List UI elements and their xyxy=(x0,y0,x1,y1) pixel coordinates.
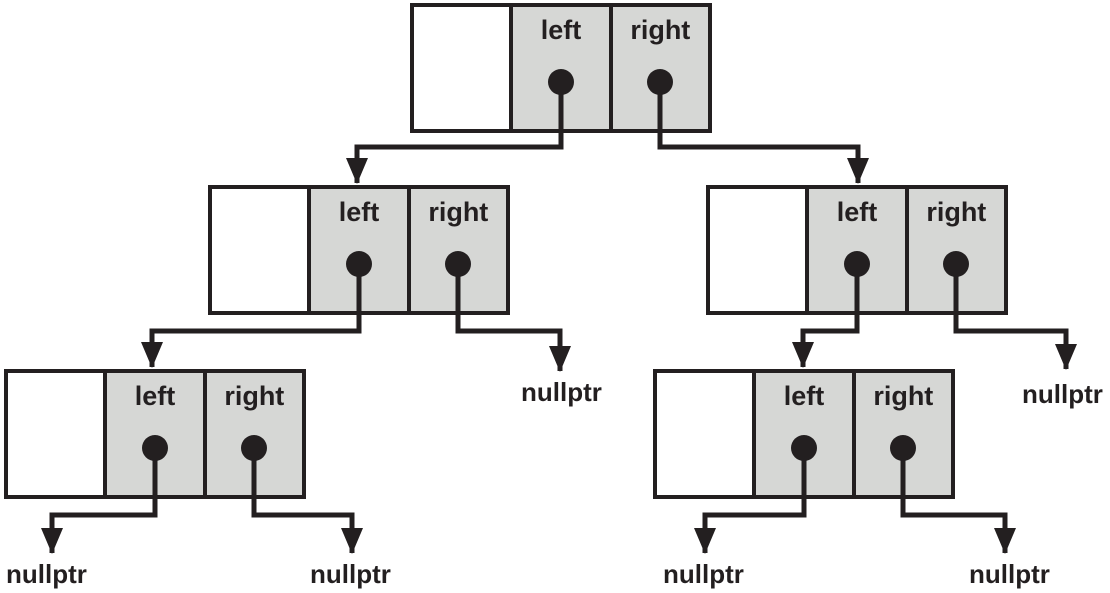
right-pointer-label: right xyxy=(224,381,285,411)
node-data-cell xyxy=(8,373,103,495)
node-data-cell xyxy=(657,373,752,495)
node-data-cell xyxy=(414,7,509,129)
node-left-pointer-cell: left xyxy=(307,189,407,311)
nullptr-label: nullptr xyxy=(969,559,1050,589)
node-left-pointer-cell: left xyxy=(103,373,203,495)
node-right-pointer-cell: right xyxy=(406,189,506,311)
nullptr-label: nullptr xyxy=(521,377,602,407)
node-left-pointer-cell: left xyxy=(805,189,905,311)
node-data-cell xyxy=(710,189,805,311)
right-pointer-label: right xyxy=(873,381,934,411)
node-right-pointer-cell: right xyxy=(904,189,1004,311)
left-pointer-label: left xyxy=(783,381,825,411)
node-data-cell xyxy=(212,189,307,311)
right-pointer-label: right xyxy=(926,197,987,227)
nullptr-label: nullptr xyxy=(6,559,87,589)
right-pointer-label: right xyxy=(630,15,691,45)
node-right-pointer-cell: right xyxy=(608,7,708,129)
nullptr-label: nullptr xyxy=(310,559,391,589)
left-pointer-label: left xyxy=(540,15,582,45)
node-right-pointer-cell: right xyxy=(202,373,302,495)
nullptr-label: nullptr xyxy=(1022,379,1103,409)
left-pointer-label: left xyxy=(836,197,878,227)
node-right-pointer-cell: right xyxy=(851,373,951,495)
tree-node-left-grandchild: left right xyxy=(4,369,306,499)
tree-node-right-grandchild: left right xyxy=(653,369,955,499)
tree-node-right-child: left right xyxy=(706,185,1008,315)
tree-node-root: left right xyxy=(410,3,712,133)
left-pointer-label: left xyxy=(338,197,380,227)
node-left-pointer-cell: left xyxy=(752,373,852,495)
tree-node-left-child: left right xyxy=(208,185,510,315)
nullptr-label: nullptr xyxy=(663,559,744,589)
node-left-pointer-cell: left xyxy=(509,7,609,129)
left-pointer-label: left xyxy=(134,381,176,411)
right-pointer-label: right xyxy=(428,197,489,227)
